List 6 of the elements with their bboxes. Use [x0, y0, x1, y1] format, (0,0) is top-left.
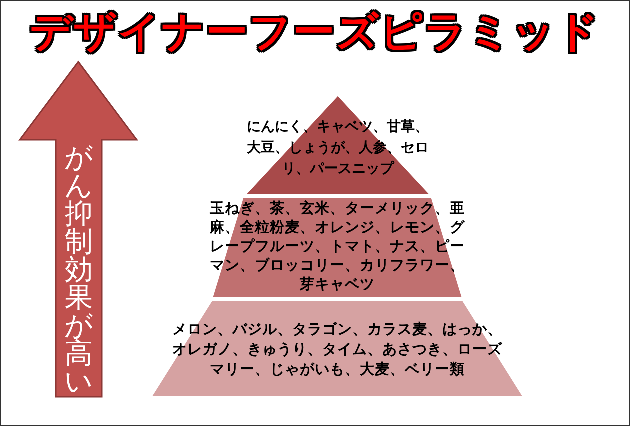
title: デザイナーフーズピラミッド [29, 6, 601, 58]
food-list: メロン、バジル、タラゴン、カラス麦、はっか、オレガノ、きゅうり、タイム、あさつき、ローズマリー、じゃがいも、大麦、ベリー類 [170, 320, 505, 386]
pyramid-tier [245, 95, 431, 195]
pyramid-tier [151, 300, 524, 397]
upward-arrow [20, 62, 137, 398]
arrow-label: がん抑制効果が高い [64, 144, 94, 396]
